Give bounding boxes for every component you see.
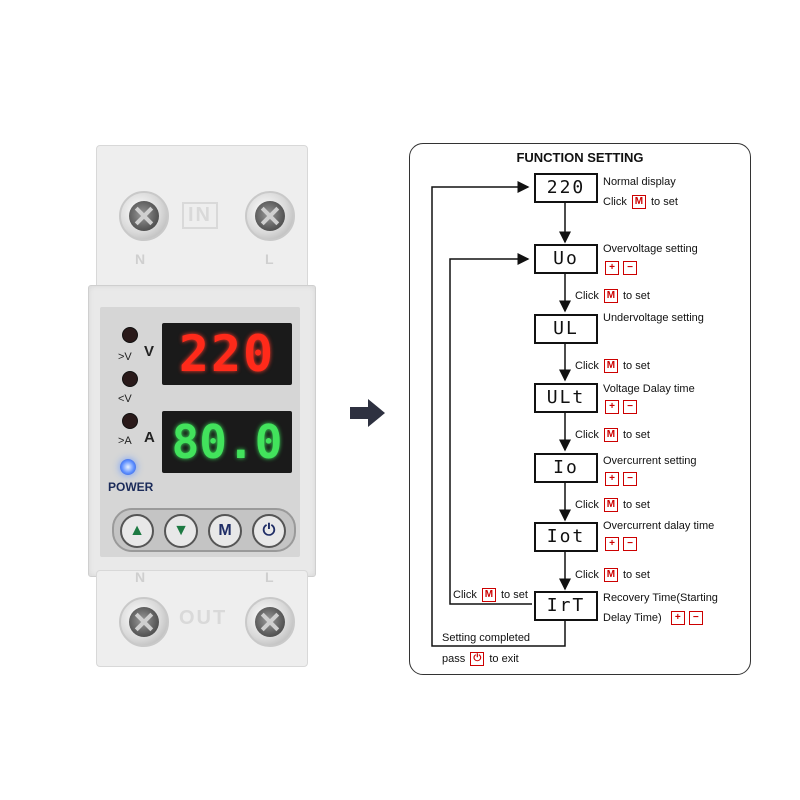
to-set-text: to set	[650, 195, 678, 208]
lcd-normal-display: 220	[534, 173, 598, 203]
to-set-text: to set	[622, 289, 650, 302]
under-voltage-label: <V	[118, 393, 132, 405]
lcd-overcurrent: Io	[534, 453, 598, 483]
undervoltage-label: Undervoltage setting	[603, 312, 704, 324]
panel-title: FUNCTION SETTING	[516, 150, 644, 165]
plus-key-icon: +	[605, 400, 619, 414]
flow-lines	[431, 181, 571, 647]
over-current-led	[122, 413, 138, 429]
function-setting-panel: FUNCTION SETTING 220 Normal display Clic…	[409, 143, 751, 675]
voltage-display: 220	[162, 323, 292, 385]
overvoltage-adjust: +−	[603, 261, 639, 275]
to-set-text: to set	[622, 428, 650, 441]
setting-completed-label: Setting completed	[442, 632, 531, 644]
voltage-unit: V	[144, 343, 155, 360]
over-voltage-label: >V	[118, 351, 132, 363]
bottom-l-label: L	[265, 569, 274, 585]
overcurrent-label: Overcurrent setting	[603, 455, 697, 467]
click-text: Click	[575, 359, 599, 372]
m-key-icon: M	[603, 498, 618, 512]
delay-time-text: Delay Time)	[603, 611, 662, 624]
lcd-voltage-delay: ULt	[534, 383, 598, 413]
click-text: Click	[575, 289, 599, 302]
power-label: POWER	[108, 480, 154, 494]
up-button[interactable]: ▲	[120, 514, 154, 548]
lcd-overcurrent-delay: Iot	[534, 522, 598, 552]
bottom-terminal-label: OUT	[179, 607, 228, 629]
voltage-delay-label: Voltage Dalay time	[603, 383, 695, 395]
click-text: Click	[603, 195, 627, 208]
to-set-text: to set	[622, 498, 650, 511]
top-l-screw	[245, 191, 295, 241]
circuit-protector-device: IN N L >V V <V >A A 220 80.0 POWER ▲ ▼ M…	[88, 145, 316, 667]
click-text: Click	[453, 588, 477, 601]
top-n-label: N	[135, 251, 146, 267]
top-terminal-label: IN	[182, 202, 218, 229]
recovery-time-label: Recovery Time(Starting	[603, 592, 718, 604]
voltage-delay-adjust: +−	[603, 400, 639, 414]
top-terminal-block: IN N L	[96, 145, 308, 297]
m-key-icon: M	[481, 588, 496, 602]
lcd-recovery-time: IrT	[534, 591, 598, 621]
over-current-label: >A	[118, 435, 132, 447]
current-unit: A	[144, 429, 155, 446]
m-key-icon: M	[603, 428, 618, 442]
down-button[interactable]: ▼	[164, 514, 198, 548]
arrow-right-icon	[350, 399, 385, 427]
over-voltage-led	[122, 327, 138, 343]
m-key-icon: M	[603, 568, 618, 582]
overcurrent-delay-label: Overcurrent dalay time	[603, 520, 715, 532]
power-indicator-led	[120, 459, 136, 475]
power-button[interactable]: ⏻	[252, 514, 286, 548]
overvoltage-label: Overvoltage setting	[603, 243, 698, 255]
click-text: Click	[575, 428, 599, 441]
normal-display-click: Click M to set	[603, 195, 678, 209]
pass-text: pass	[442, 652, 466, 665]
overcurrent-delay-adjust: +−	[603, 537, 639, 551]
top-l-label: L	[265, 251, 274, 267]
minus-key-icon: −	[623, 261, 637, 275]
exit-instruction: pass ⏻ to exit	[442, 652, 519, 666]
overvoltage-click: Click M to set	[575, 289, 650, 303]
bottom-n-label: N	[135, 569, 146, 585]
voltage-delay-click: Click M to set	[575, 428, 650, 442]
top-n-screw	[119, 191, 169, 241]
plus-key-icon: +	[605, 261, 619, 275]
minus-key-icon: −	[623, 537, 637, 551]
minus-key-icon: −	[688, 611, 703, 625]
bottom-n-screw	[119, 597, 169, 647]
bottom-terminal-block: N L OUT	[96, 569, 308, 667]
lcd-undervoltage: UL	[534, 314, 598, 344]
button-bar: ▲ ▼ M ⏻	[112, 508, 296, 552]
plus-key-icon: +	[670, 611, 685, 625]
lcd-overvoltage: Uo	[534, 244, 598, 274]
m-key-icon: M	[631, 195, 646, 209]
click-text: Click	[575, 568, 599, 581]
undervoltage-click: Click M to set	[575, 359, 650, 373]
power-key-icon: ⏻	[470, 652, 485, 666]
current-display: 80.0	[162, 411, 292, 473]
under-voltage-led	[122, 371, 138, 387]
plus-key-icon: +	[605, 472, 619, 486]
plus-key-icon: +	[605, 537, 619, 551]
overcurrent-adjust: +−	[603, 472, 639, 486]
to-set-text: to set	[622, 568, 650, 581]
minus-key-icon: −	[623, 400, 637, 414]
m-key-icon: M	[603, 359, 618, 373]
to-set-text: to set	[500, 588, 528, 601]
minus-key-icon: −	[623, 472, 637, 486]
overcurrent-delay-click: Click M to set	[575, 568, 650, 582]
click-text: Click	[575, 498, 599, 511]
normal-display-label: Normal display	[603, 176, 676, 188]
bottom-l-screw	[245, 597, 295, 647]
menu-button[interactable]: M	[208, 514, 242, 548]
loop-click: Click M to set	[453, 588, 528, 602]
overcurrent-click: Click M to set	[575, 498, 650, 512]
recovery-time-label-2: Delay Time) +−	[603, 611, 705, 625]
m-key-icon: M	[603, 289, 618, 303]
to-exit-text: to exit	[489, 652, 519, 665]
to-set-text: to set	[622, 359, 650, 372]
